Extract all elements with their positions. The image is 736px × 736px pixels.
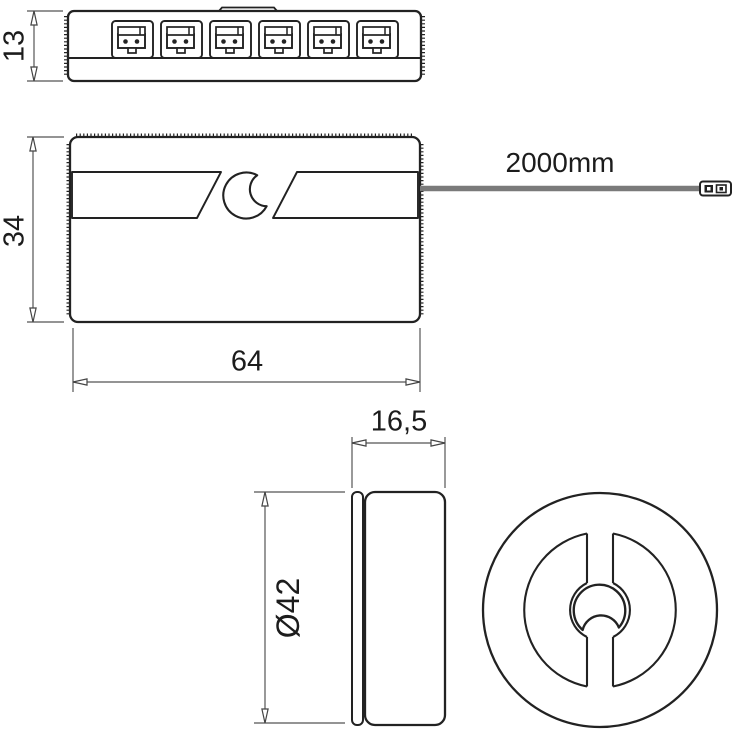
round-view-drawing: [481, 491, 719, 729]
cable-plug-icon: [699, 180, 732, 197]
dimension-13: [27, 10, 63, 82]
dim-label-top-height: 13: [0, 29, 31, 63]
dimension-64: [72, 328, 421, 392]
side-view-drawing: [351, 490, 447, 727]
cable-length-label: 2000mm: [505, 147, 615, 178]
dim-label-front-height: 34: [0, 214, 31, 248]
top-view-drawing: [64, 6, 425, 83]
dimension-16-5: [351, 437, 446, 488]
front-view-drawing: [66, 133, 424, 324]
dimension-34: [27, 136, 64, 323]
cable: [420, 180, 732, 197]
dim-label-diameter: Ø42: [270, 577, 306, 639]
dim-label-front-width: 64: [230, 345, 264, 378]
dim-label-side-depth: 16,5: [370, 405, 428, 438]
dimension-diameter-42: [254, 491, 345, 724]
